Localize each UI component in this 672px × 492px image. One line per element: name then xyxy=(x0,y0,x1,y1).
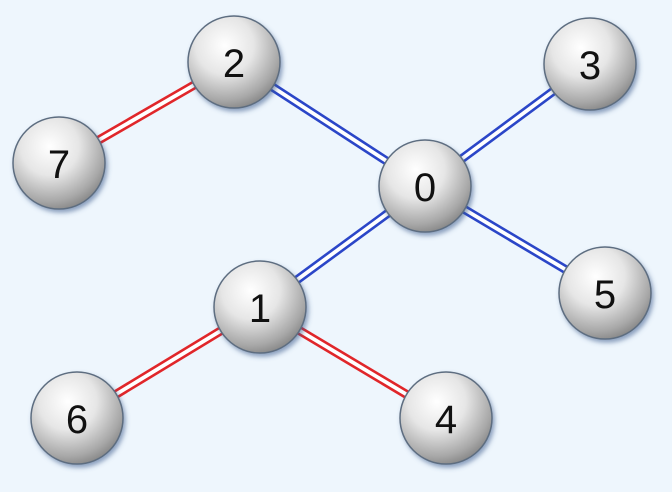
node-circle xyxy=(399,371,493,465)
edges-layer xyxy=(56,58,608,422)
node-6: 6 xyxy=(30,371,124,465)
nodes-layer: 0 1 2 3 4 5 6 7 xyxy=(12,15,652,465)
node-label: 2 xyxy=(223,42,245,86)
node-5: 5 xyxy=(558,246,652,340)
node-label: 0 xyxy=(414,166,436,210)
node-1: 1 xyxy=(213,260,307,354)
node-4: 4 xyxy=(399,371,493,465)
node-label: 5 xyxy=(594,273,616,317)
node-0: 0 xyxy=(378,139,472,233)
node-label: 6 xyxy=(66,398,88,442)
node-circle xyxy=(378,139,472,233)
node-2: 2 xyxy=(187,15,281,109)
node-label: 4 xyxy=(435,398,457,442)
node-circle xyxy=(213,260,307,354)
node-label: 3 xyxy=(579,44,601,88)
node-circle xyxy=(30,371,124,465)
node-circle xyxy=(12,116,106,210)
node-label: 7 xyxy=(48,143,70,187)
node-circle xyxy=(558,246,652,340)
node-circle xyxy=(543,17,637,111)
node-7: 7 xyxy=(12,116,106,210)
node-circle xyxy=(187,15,281,109)
node-label: 1 xyxy=(249,287,271,331)
node-3: 3 xyxy=(543,17,637,111)
